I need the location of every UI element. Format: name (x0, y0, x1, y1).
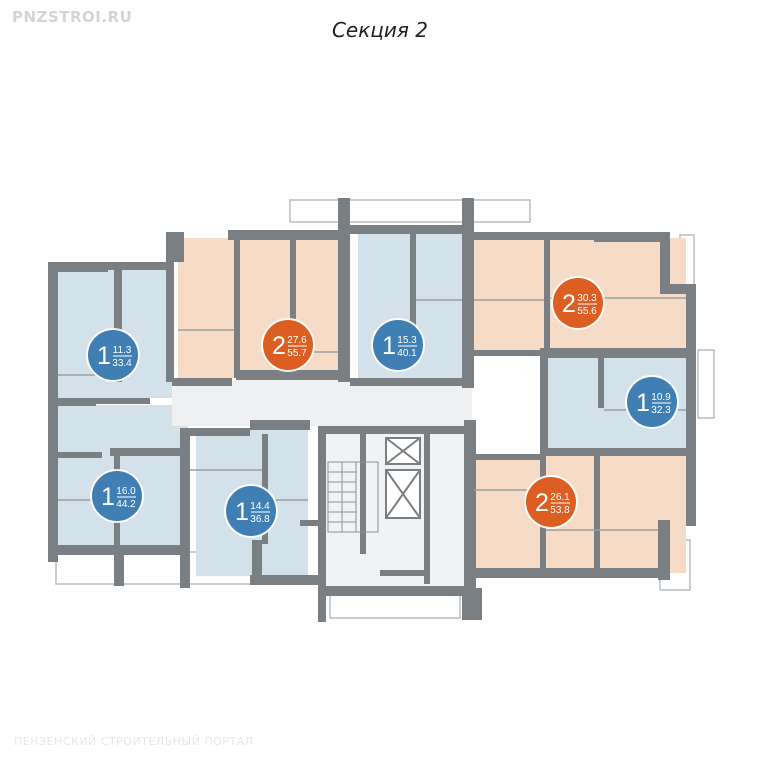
badge-circle (553, 278, 603, 328)
fill-corridor (172, 380, 472, 426)
badge-living-area: 27.6 (287, 335, 307, 346)
badge-circle (263, 320, 313, 370)
badge-circle (373, 320, 423, 370)
stairwell (327, 461, 379, 533)
badge-living-area: 15.3 (397, 335, 417, 346)
section-title: Секция 2 (331, 18, 429, 42)
badge-room-count: 2 (535, 489, 549, 517)
badge-circle (92, 471, 142, 521)
walls (48, 198, 696, 622)
badge-total-area: 53.8 (550, 505, 570, 516)
badge-circle (226, 486, 276, 536)
badge-living-area: 11.3 (113, 345, 132, 356)
badge-living-area: 10.9 (651, 392, 671, 403)
badge-total-area: 55.6 (577, 306, 597, 317)
site-watermark: PNZSTROI.RU (12, 8, 133, 26)
badge-room-count: 2 (272, 332, 286, 360)
badge-living-area: 16.0 (116, 486, 136, 497)
badge-room-count: 2 (562, 290, 576, 318)
fill-apartment-a8 (474, 455, 686, 573)
badge-circle (627, 377, 677, 427)
badge-total-area: 32.3 (651, 405, 671, 416)
fill-apartment-a2 (178, 238, 346, 378)
badge-room-count: 1 (101, 483, 115, 511)
badge-room-count: 1 (636, 389, 650, 417)
badge-total-area: 40.1 (397, 348, 417, 359)
badge-living-area: 30.3 (577, 293, 597, 304)
badge-room-count: 1 (97, 342, 111, 370)
footer-watermark: ПЕНЗЕНСКИЙ СТРОИТЕЛЬНЫЙ ПОРТАЛ (14, 735, 254, 748)
elevator-shafts (385, 437, 421, 519)
badge-total-area: 33.4 (112, 358, 132, 369)
badge-total-area: 36.8 (250, 514, 270, 525)
badge-living-area: 26.1 (550, 492, 570, 503)
badge-room-count: 1 (235, 498, 249, 526)
badge-circle (88, 330, 138, 380)
badge-room-count: 1 (382, 332, 396, 360)
badge-living-area: 14.4 (250, 501, 270, 512)
badge-total-area: 44.2 (116, 499, 136, 510)
badge-total-area: 55.7 (287, 348, 307, 359)
badge-circle (526, 477, 576, 527)
